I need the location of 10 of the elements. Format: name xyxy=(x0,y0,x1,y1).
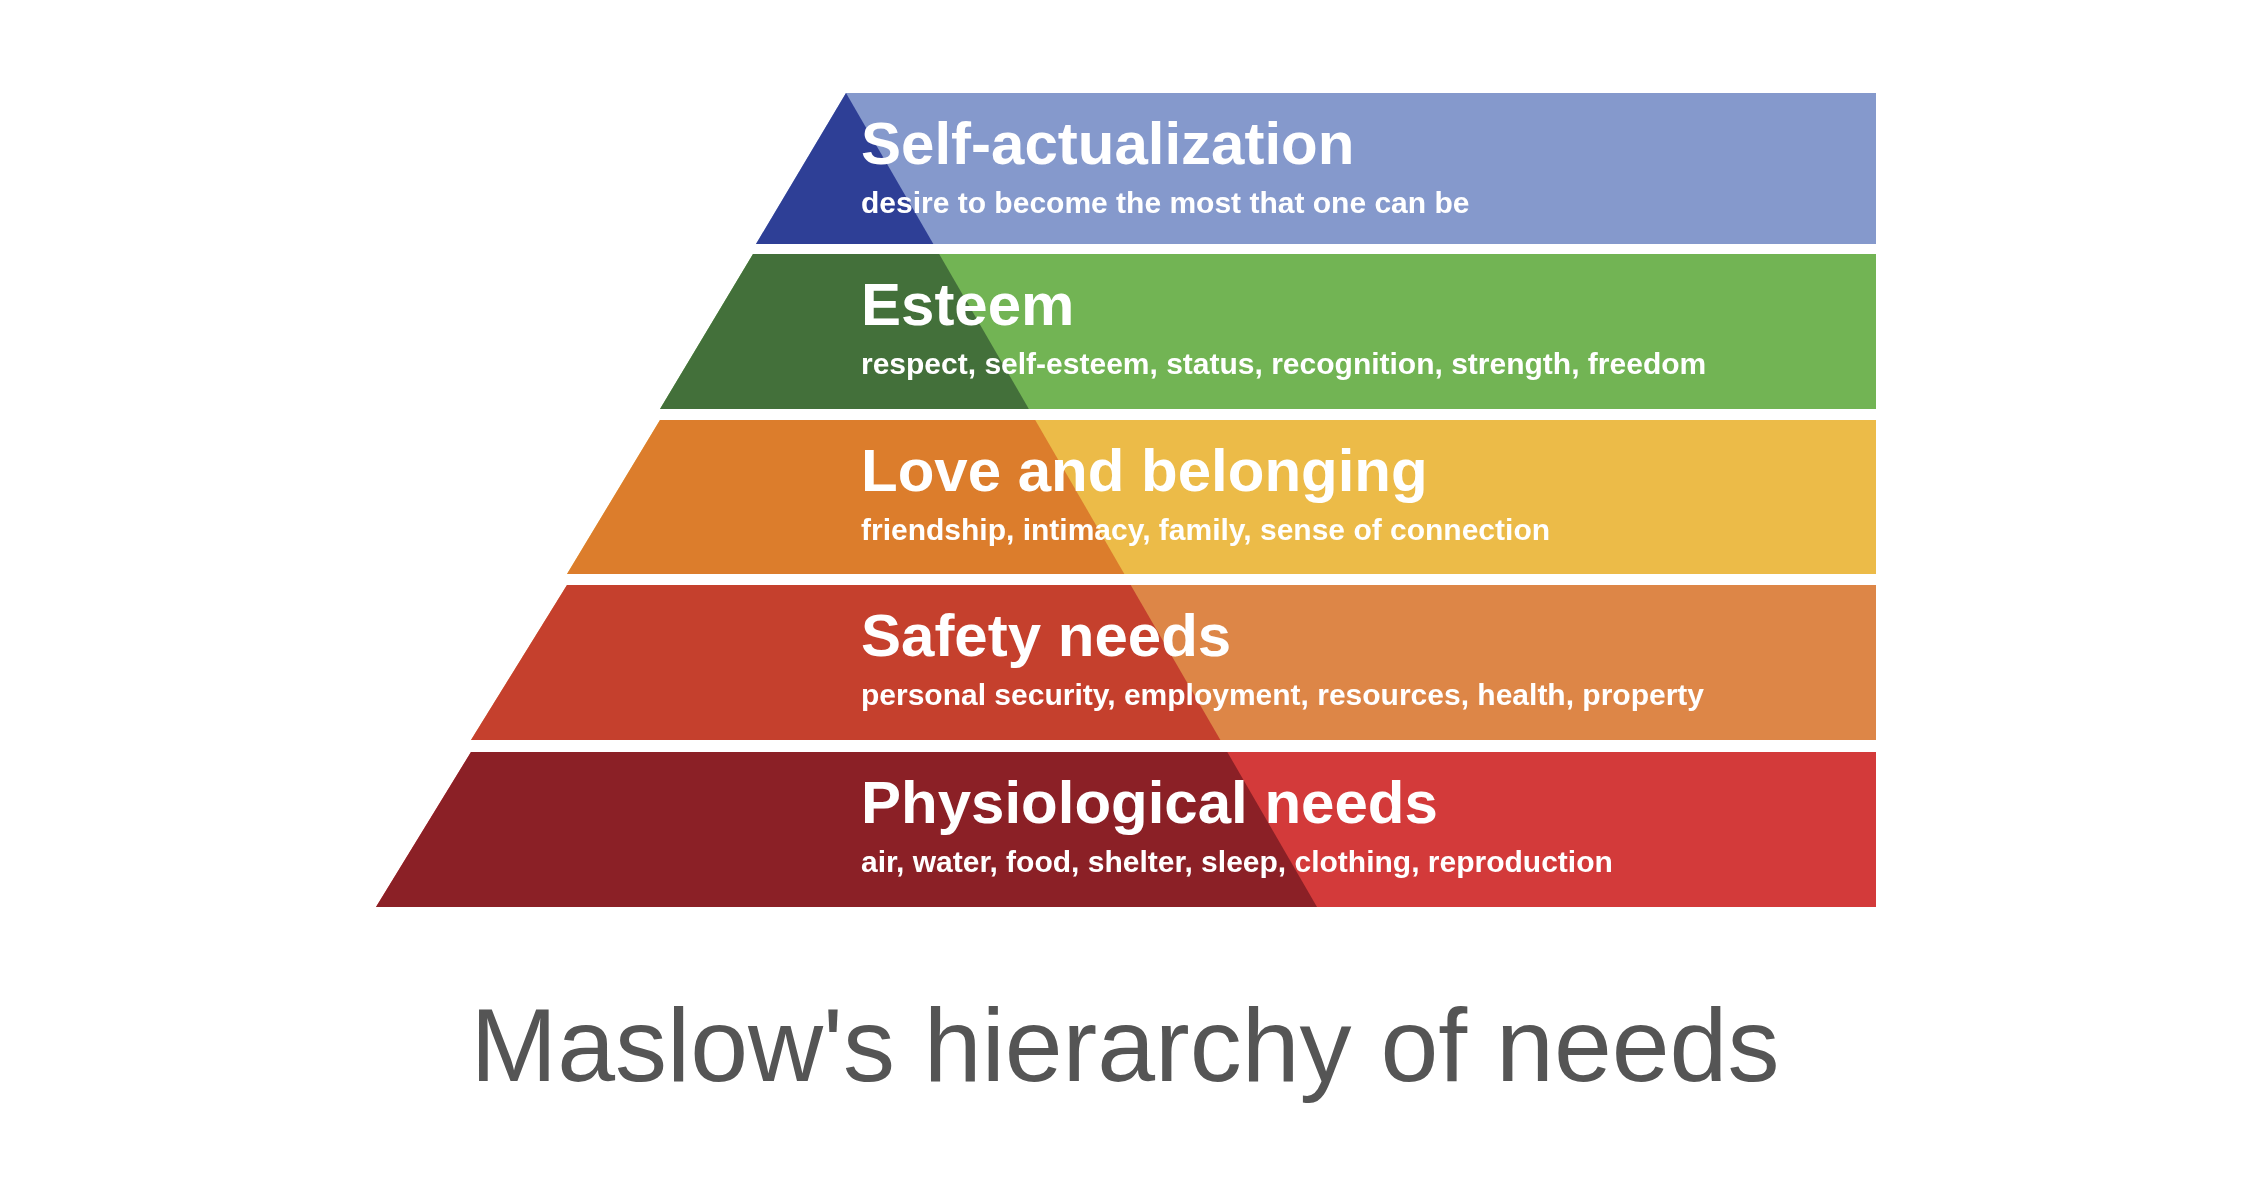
tier-heading: Love and belonging xyxy=(861,438,1428,504)
tier-description: friendship, intimacy, family, sense of connection xyxy=(861,512,1551,548)
diagram-title: Maslow's hierarchy of needs xyxy=(469,986,1781,1105)
tier-heading: Physiological needs xyxy=(861,770,1438,836)
tier-description: desire to become the most that one can be xyxy=(861,185,1470,221)
tier-description: personal security, employment, resources, health, property xyxy=(861,677,1705,713)
tier-description: air, water, food, shelter, sleep, clothing, reproduction xyxy=(861,844,1613,880)
tier-heading: Safety needs xyxy=(861,603,1232,669)
tier-heading: Esteem xyxy=(861,272,1075,338)
tier-description: respect, self-esteem, status, recognition, strength, freedom xyxy=(861,346,1707,382)
